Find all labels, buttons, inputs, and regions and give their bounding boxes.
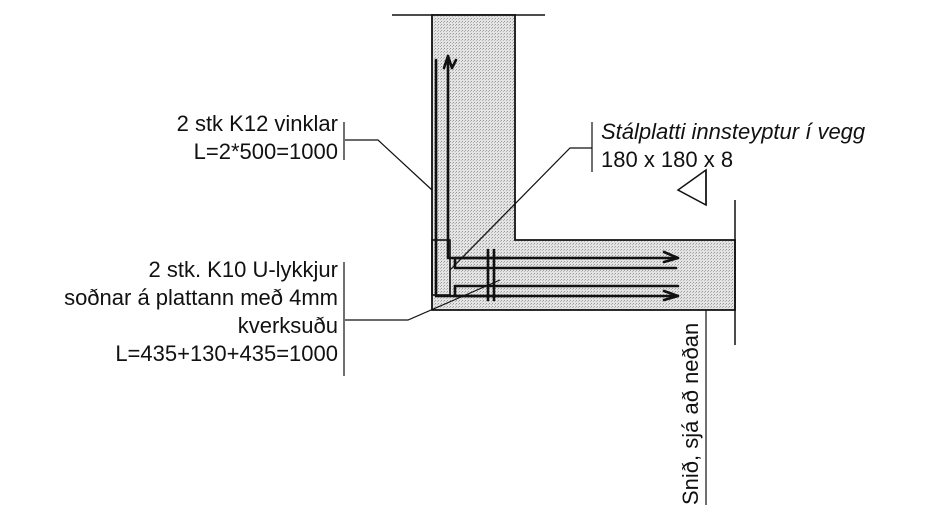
leader-angles [345, 139, 433, 191]
loops-label-line4: L=435+130+435=1000 [115, 341, 338, 366]
u-loop-upper-end [662, 250, 680, 264]
section-reference-label: Snið, sjá að neðan [678, 323, 703, 505]
angles-label-line1: 2 stk K12 vinklar [177, 111, 338, 136]
u-loop-upper [453, 256, 680, 270]
loops-label-line1: 2 stk. K10 U-lykkjur [149, 257, 339, 282]
section-marker-triangle [676, 168, 707, 207]
u-loop-lower [453, 284, 680, 298]
leader-plate [449, 147, 592, 271]
u-loop-lower-end [662, 289, 680, 302]
loops-label-line3: kverksuðu [238, 313, 338, 338]
leader-loops [345, 279, 501, 321]
angles-label-line2: L=2*500=1000 [194, 139, 338, 164]
plate-label-line1: Stálplatti innsteyptur í vegg [601, 119, 866, 144]
angle-bar-tip [442, 54, 458, 70]
loops-label-line2: soðnar á plattann með 4mm [64, 285, 338, 310]
plate-label-line2: 180 x 180 x 8 [601, 147, 733, 172]
